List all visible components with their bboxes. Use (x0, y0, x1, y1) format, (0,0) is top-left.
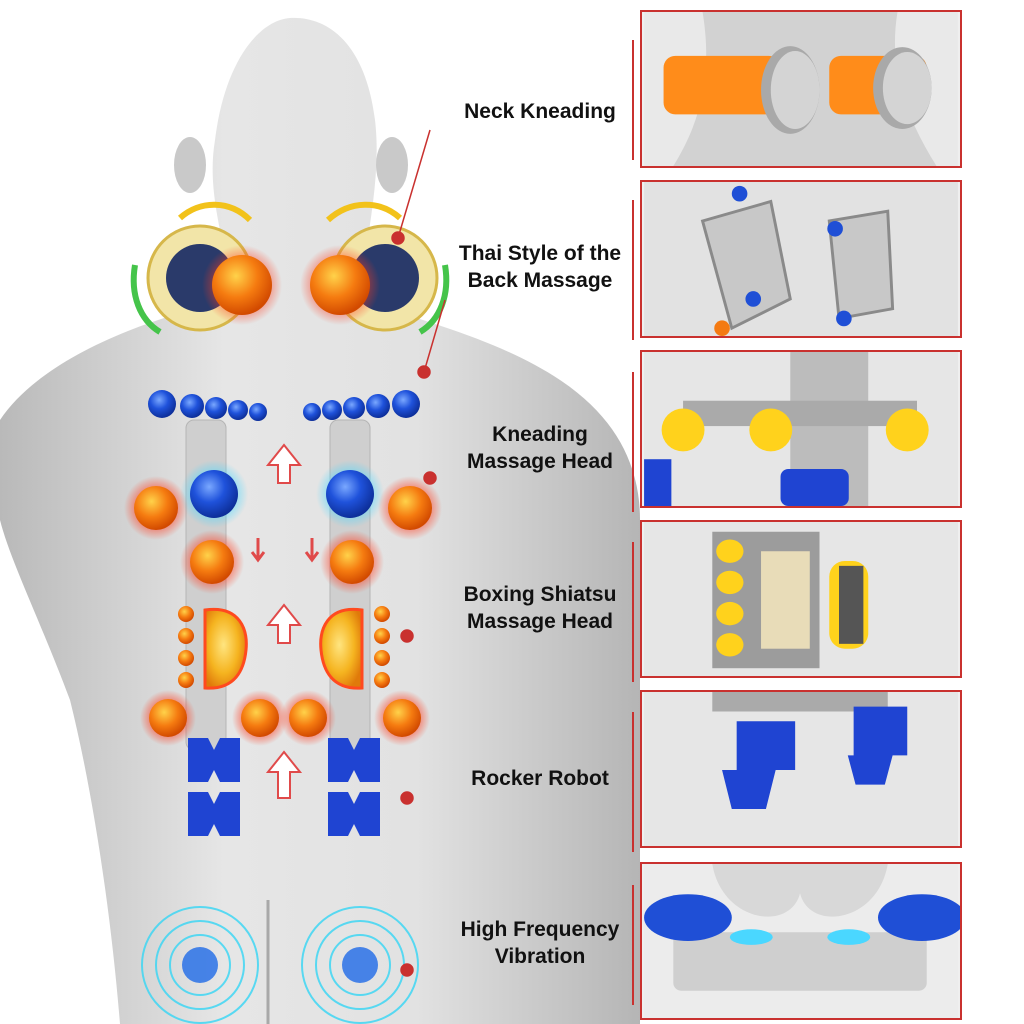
panel-kneading-massage-head (640, 350, 962, 508)
vibration-rings (141, 906, 419, 1024)
label-line: Back Massage (467, 269, 613, 292)
label-neck-kneading: Neck Kneading (425, 98, 655, 125)
back-massage-illustration (0, 17, 640, 1024)
label-rocker-robot: Rocker Robot (425, 765, 655, 792)
panel-boxing-shiatsu-massage-head (640, 520, 962, 678)
bracket-neck (632, 40, 634, 160)
leader-lines (391, 129, 446, 977)
shiatsu-pads (178, 606, 390, 690)
neck-wheel-right (300, 224, 439, 332)
label-kneading-massage-head: Kneading Massage Head (425, 421, 655, 475)
panel-high-frequency-vibration (640, 862, 962, 1020)
label-line: Neck Kneading (464, 100, 616, 123)
direction-arrows (265, 443, 303, 799)
panel-neck-kneading (640, 10, 962, 168)
label-line: High Frequency (460, 918, 620, 941)
panel-thai-style-back-massage (640, 180, 962, 338)
label-line: Kneading (492, 423, 588, 446)
label-high-frequency-vibration: High Frequency Vibration (425, 916, 655, 970)
bracket-thai (632, 200, 634, 340)
bracket-shiatsu (632, 542, 634, 682)
orange-massage-balls (124, 476, 442, 746)
label-line: Massage Head (467, 450, 613, 473)
label-line: Rocker Robot (471, 767, 609, 790)
panel-rocker-robot (640, 690, 962, 848)
label-thai-style-back-massage: Thai Style of the Back Massage (425, 240, 655, 294)
label-line: Massage Head (467, 610, 613, 633)
bracket-rocker (632, 712, 634, 852)
bracket-vibration (632, 885, 634, 1005)
label-line: Boxing Shiatsu (463, 583, 617, 606)
label-line: Thai Style of the (458, 242, 622, 265)
bracket-kneading (632, 372, 634, 512)
rocker-robot-blocks (188, 738, 380, 836)
label-boxing-shiatsu-massage-head: Boxing Shiatsu Massage Head (425, 581, 655, 635)
neck-wheel-left (146, 224, 282, 332)
upper-blue-balls (148, 390, 420, 421)
label-line: Vibration (494, 945, 586, 968)
